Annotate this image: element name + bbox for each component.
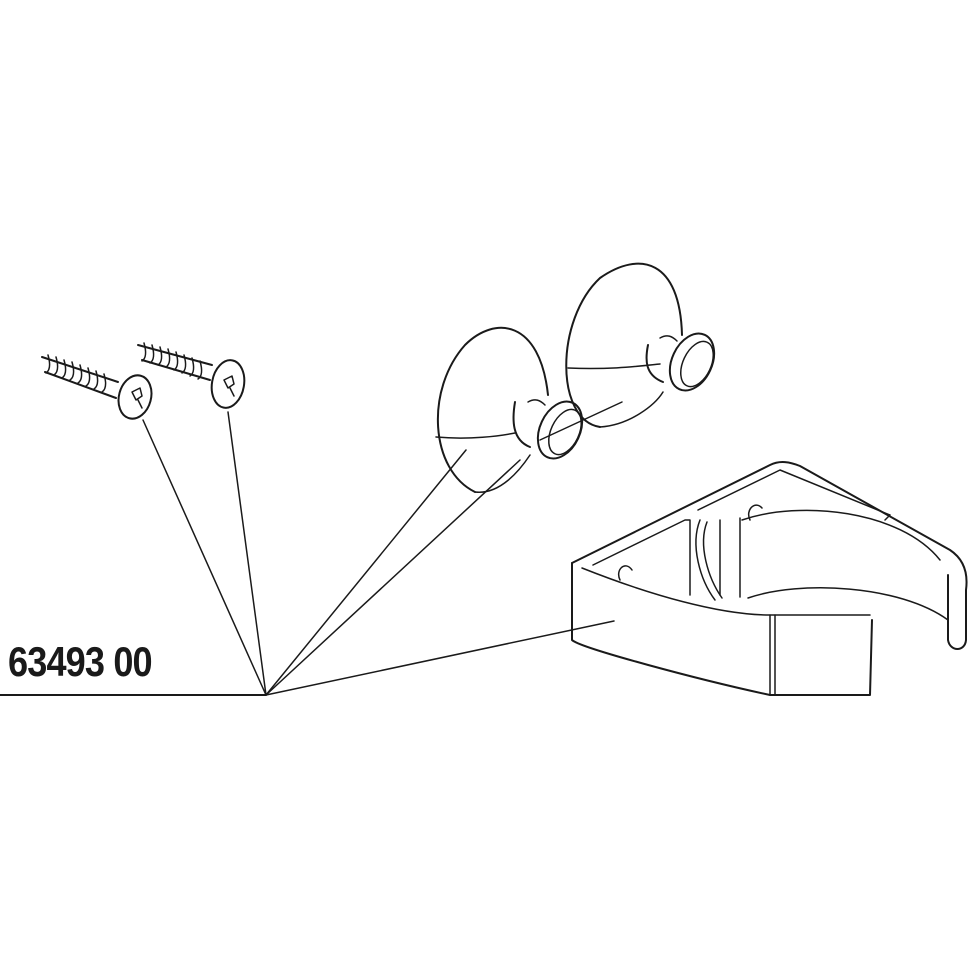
part-number-label: 63493 00 (8, 638, 153, 685)
screw-icon (41, 354, 153, 420)
suction-cup-icon (565, 262, 716, 428)
pipe-clip-icon (571, 461, 968, 696)
screw-icon (137, 342, 246, 409)
suction-cup-icon (435, 326, 584, 493)
